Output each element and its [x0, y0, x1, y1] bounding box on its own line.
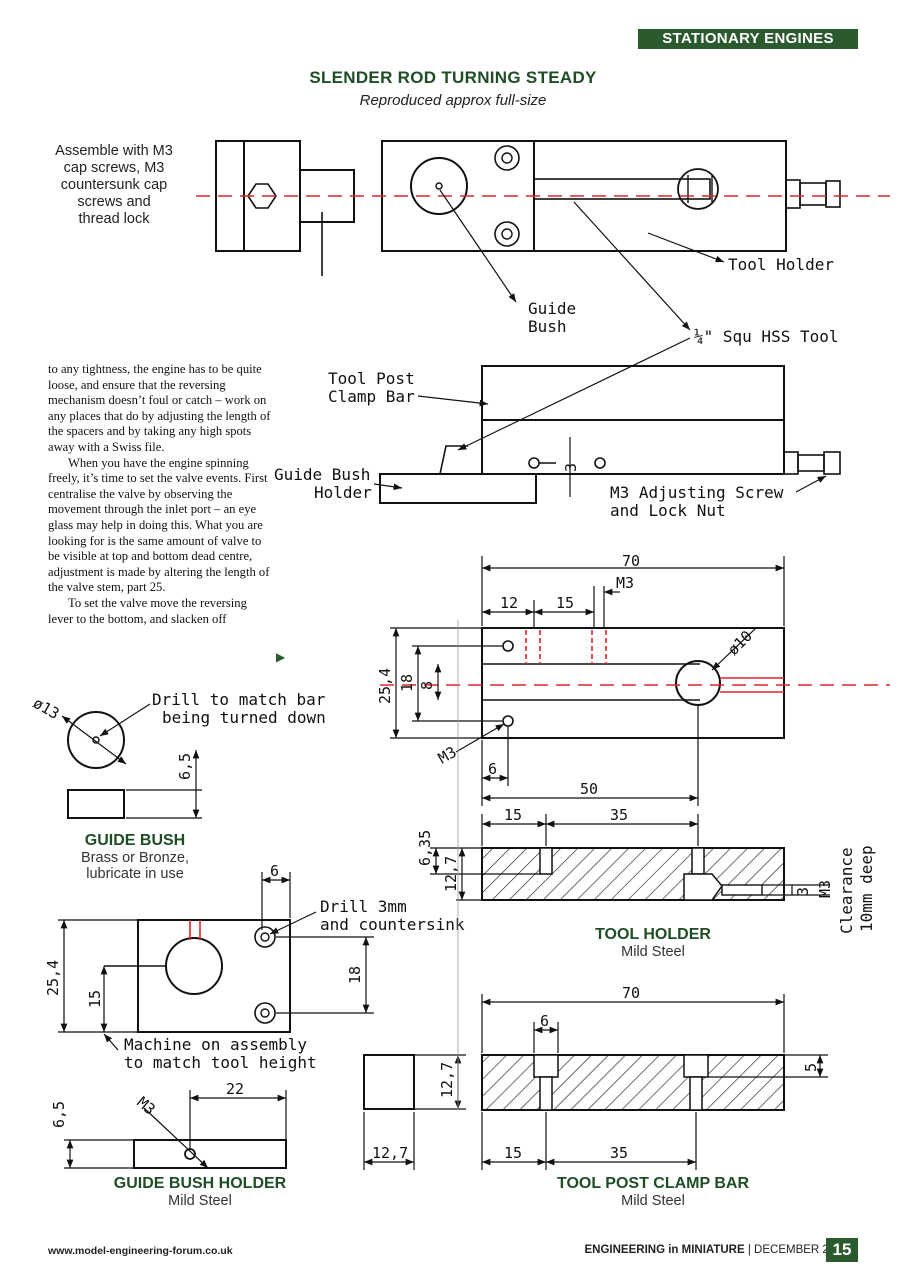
label-clamp-bar: Clamp Bar: [328, 387, 415, 406]
page-number: 15: [826, 1238, 858, 1262]
dim: 5: [802, 1063, 820, 1072]
label-machine: Machine on assembly: [124, 1035, 307, 1054]
dim: 12,7: [438, 1062, 456, 1098]
dim: 6,5: [50, 1101, 68, 1128]
dim: 15: [556, 594, 574, 612]
label-countersink: and countersink: [320, 915, 465, 934]
caption-title: TOOL POST CLAMP BAR: [556, 1175, 749, 1192]
caption-sub: lubricate in use: [86, 866, 184, 882]
paragraph: to any tightness, the engine has to be q…: [48, 362, 271, 454]
dim: M3: [616, 574, 634, 592]
caption-sub: Mild Steel: [168, 1193, 232, 1209]
caption-title: TOOL HOLDER: [595, 926, 711, 943]
dim: 6: [488, 760, 497, 778]
dim: 3: [562, 463, 580, 472]
footer-magazine: ENGINEERING in MINIATURE | DECEMBER 2020: [585, 1244, 849, 1256]
dim: 25,4: [376, 668, 394, 704]
tool-holder-plan: [481, 627, 785, 739]
dim: 35: [610, 1144, 628, 1162]
guide-bush-holder-plan: [104, 919, 291, 1033]
article-subtitle: Reproduced approx full-size: [359, 92, 547, 109]
caption-tool-post-clamp-bar: TOOL POST CLAMP BAR Mild Steel: [530, 1175, 776, 1209]
label-hss-tool: ¼" Squ HSS Tool: [694, 327, 839, 346]
caption-guide-bush-holder: GUIDE BUSH HOLDER Mild Steel: [80, 1175, 320, 1209]
label-tool-height: to match tool height: [124, 1053, 317, 1072]
dim: 18: [398, 674, 416, 692]
dim: 12,7: [372, 1144, 408, 1162]
label-tool-post: Tool Post: [328, 369, 415, 388]
caption-tool-holder: TOOL HOLDER Mild Steel: [570, 926, 736, 960]
issue-date: | DECEMBER 2020: [744, 1244, 848, 1256]
footer-url[interactable]: www.model-engineering-forum.co.uk: [48, 1245, 233, 1257]
dim: M3: [816, 880, 834, 898]
guide-bush-holder-front: [133, 1139, 287, 1169]
dim: 70: [622, 984, 640, 1002]
note-line: cap screws, M3: [63, 160, 165, 176]
caption-guide-bush: GUIDE BUSH Brass or Bronze, lubricate in…: [60, 832, 210, 882]
caption-title: GUIDE BUSH: [84, 832, 186, 849]
caption-sub: Brass or Bronze,: [81, 850, 189, 866]
label-gb-holder: Guide Bush: [274, 465, 370, 484]
clamp-bar-section: [481, 1054, 785, 1111]
dim: ø13: [30, 694, 62, 723]
label-drill-3mm: Drill 3mm: [320, 897, 407, 916]
dim: M3: [133, 1093, 158, 1118]
note-line: thread lock: [78, 211, 150, 227]
label-m3-adjusting: M3 Adjusting Screw: [610, 483, 784, 502]
label-lock-nut: and Lock Nut: [610, 501, 726, 520]
note-line: Assemble with M3: [55, 143, 173, 159]
note-line: countersunk cap: [60, 177, 168, 193]
label-drill-match: Drill to match bar: [152, 690, 326, 709]
dim: 6,35: [416, 830, 434, 866]
dim: 6,5: [176, 753, 194, 780]
dim: 6: [270, 862, 279, 880]
dim: 15: [504, 1144, 522, 1162]
dim: 25,4: [44, 960, 62, 996]
label-drill-match: being turned down: [162, 708, 326, 727]
label-tool-holder: Tool Holder: [728, 255, 834, 274]
continue-arrow-icon: ▶: [276, 650, 286, 664]
magazine-name: ENGINEERING in MINIATURE: [584, 1244, 745, 1256]
dim: 70: [622, 552, 640, 570]
label-guide-bush: Bush: [528, 317, 567, 336]
section-tag: STATIONARY ENGINES: [638, 29, 858, 49]
dim: M3: [435, 743, 460, 768]
dim: 15: [504, 806, 522, 824]
note-line: screws and: [77, 194, 151, 210]
dim: 12: [500, 594, 518, 612]
dim: 15: [86, 990, 104, 1008]
dim: 35: [610, 806, 628, 824]
paragraph: To set the valve move the reversing leve…: [48, 595, 247, 626]
label-clearance: Clearance: [837, 847, 856, 934]
label-gb-holder: Holder: [314, 483, 372, 502]
caption-sub: Mild Steel: [621, 944, 685, 960]
label-clearance-depth: 10mm deep: [857, 845, 876, 932]
dim: 8: [418, 681, 436, 690]
article-body: to any tightness, the engine has to be q…: [48, 362, 272, 627]
assembly-side-view: [215, 140, 355, 276]
dim: 6: [540, 1012, 549, 1030]
paragraph: When you have the engine spinning freely…: [48, 455, 270, 595]
dim: 3: [794, 887, 812, 896]
dim: 12,7: [442, 856, 460, 892]
article-title: SLENDER ROD TURNING STEADY: [309, 68, 597, 87]
dim: 22: [226, 1080, 244, 1098]
guide-bush-drawing: [67, 711, 125, 819]
label-guide-bush: Guide: [528, 299, 576, 318]
dim: 18: [346, 966, 364, 984]
clamp-bar-end-view: [363, 1054, 415, 1110]
caption-title: GUIDE BUSH HOLDER: [113, 1175, 287, 1192]
dim: 50: [580, 780, 598, 798]
assembly-note: Assemble with M3 cap screws, M3 counters…: [40, 143, 188, 228]
caption-sub: Mild Steel: [621, 1193, 685, 1209]
